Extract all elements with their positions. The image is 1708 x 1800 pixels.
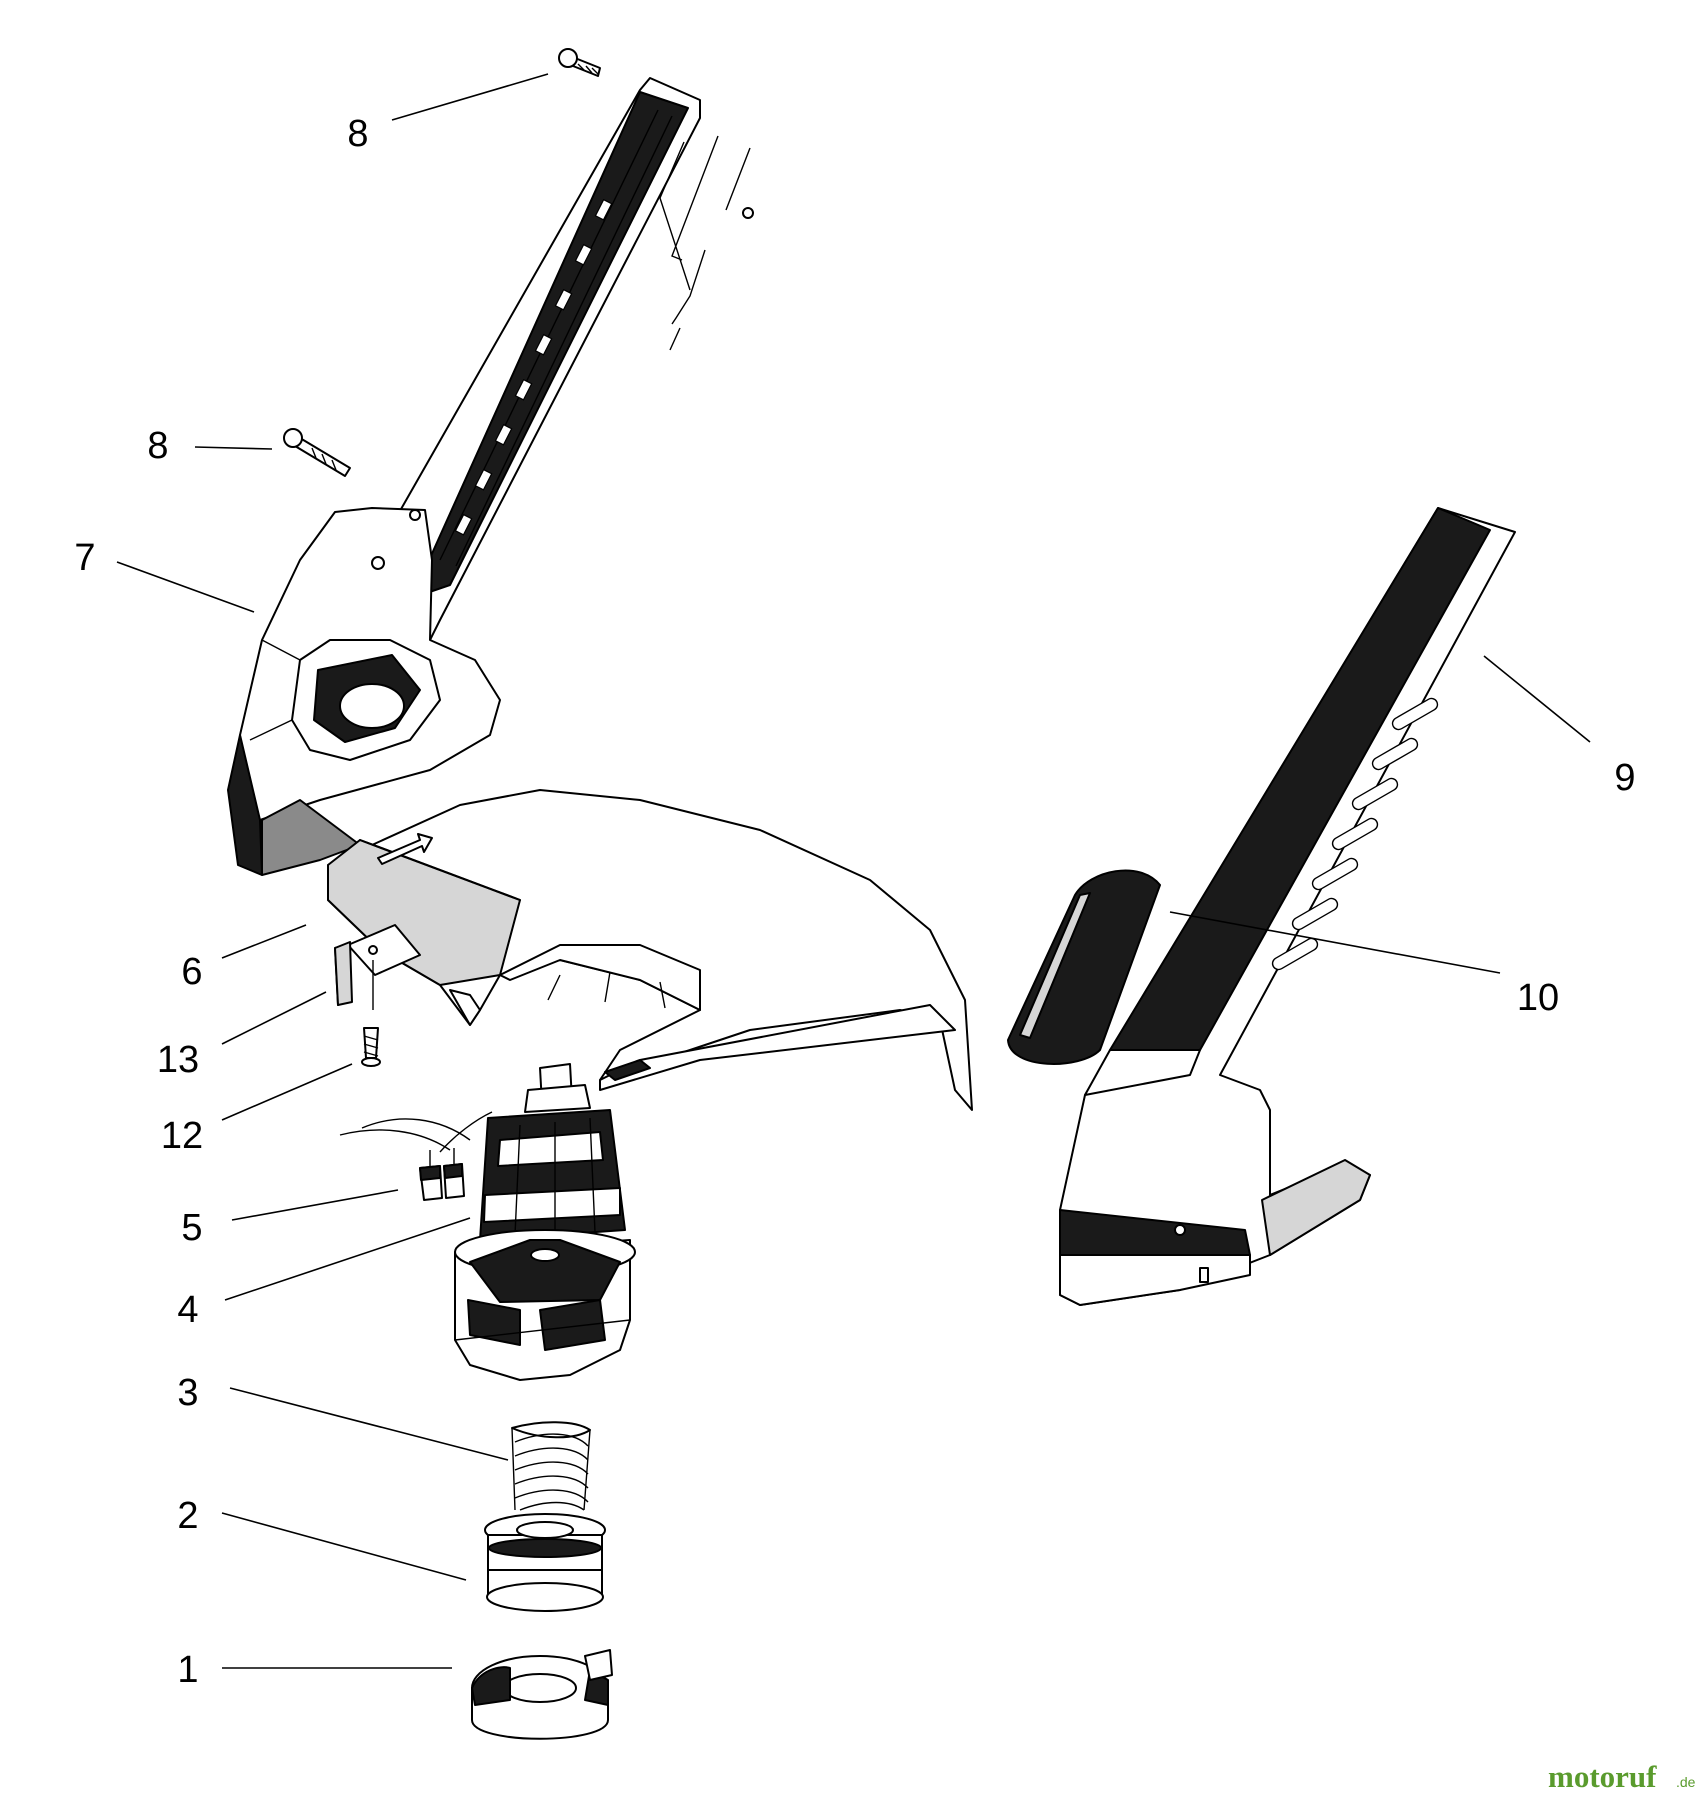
callout-part-12: 12 [161, 1115, 203, 1157]
callout-part-2: 2 [177, 1495, 198, 1537]
callout-part-7: 7 [74, 537, 95, 579]
spool-cap-1 [471, 1649, 613, 1740]
spring-3 [511, 1421, 591, 1511]
callout-part-5: 5 [181, 1207, 202, 1249]
callout-part-4: 4 [177, 1289, 198, 1331]
handle-housing-9 [1059, 507, 1516, 1306]
callout-part-8-top: 8 [347, 113, 368, 155]
leader-part-7 [116, 561, 255, 613]
leader-part-9 [1483, 655, 1591, 743]
upper-housing-7 [227, 77, 701, 876]
spool-2 [484, 1513, 606, 1612]
callout-part-9: 9 [1614, 757, 1635, 799]
watermark-brand: motoruf [1548, 1759, 1657, 1794]
leader-part-10 [1169, 911, 1501, 974]
leader-part-8-mid [194, 446, 273, 450]
leader-part-3 [229, 1387, 509, 1461]
leader-part-5 [231, 1189, 399, 1221]
watermark: motoruf .de [1548, 1759, 1696, 1794]
leader-part-6 [221, 924, 307, 959]
shaft-phantom-outline [659, 135, 754, 351]
screw-8-top [558, 48, 601, 77]
callout-part-10: 10 [1517, 977, 1559, 1019]
callout-part-1: 1 [177, 1649, 198, 1691]
connectors-5 [419, 1148, 465, 1201]
callout-part-13: 13 [157, 1039, 199, 1081]
leader-part-8-top [391, 73, 549, 121]
motor-4 [339, 1063, 636, 1381]
callout-part-3: 3 [177, 1372, 198, 1414]
leader-lines [116, 73, 1591, 1669]
leader-part-12 [221, 1063, 353, 1121]
leader-part-13 [221, 991, 327, 1045]
watermark-tld: .de [1676, 1774, 1696, 1790]
bracket-13 [334, 924, 421, 1010]
guard-6 [327, 789, 973, 1111]
leader-part-4 [224, 1217, 471, 1301]
label-10 [1007, 869, 1161, 1065]
screw-8-mid [283, 428, 351, 477]
callout-part-6: 6 [181, 951, 202, 993]
screw-12 [361, 1027, 381, 1067]
callout-labels: 8 8 7 9 10 6 13 12 5 4 3 2 1 [74, 113, 1635, 1691]
leader-part-2 [221, 1512, 467, 1581]
callout-part-8-mid: 8 [147, 425, 168, 467]
